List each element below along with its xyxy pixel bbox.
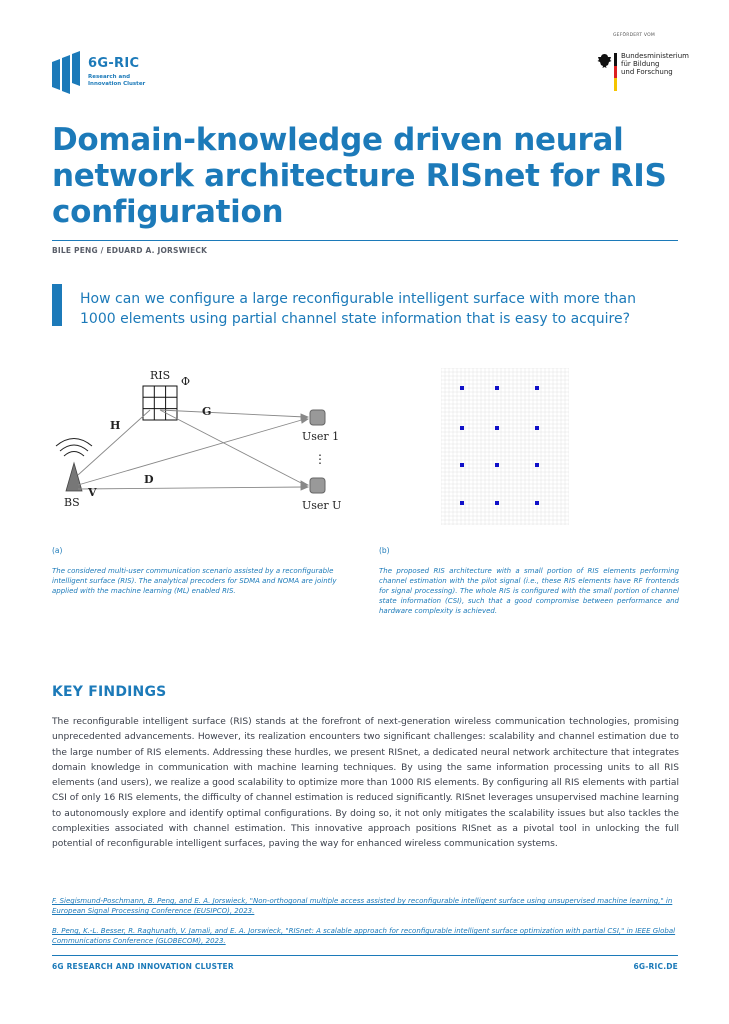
footer-divider xyxy=(52,955,678,956)
pilot-ris-element xyxy=(495,463,499,467)
key-findings-heading: KEY FINDINGS xyxy=(52,684,167,700)
label-phi: Φ xyxy=(181,375,190,388)
question-accent-bar xyxy=(52,284,62,326)
6g-ric-logo: 6G-RIC Research and Innovation Cluster xyxy=(52,50,192,98)
pilot-ris-element xyxy=(495,426,499,430)
logo-subtitle: Research and Innovation Cluster xyxy=(88,74,146,87)
funder-label: GEFÖRDERT VOM xyxy=(613,33,655,38)
label-v: V xyxy=(87,486,97,499)
research-question: How can we configure a large reconfigura… xyxy=(80,291,636,327)
pilot-ris-element xyxy=(535,426,539,430)
label-d: D xyxy=(144,473,154,486)
caption-b-label: (b) xyxy=(379,546,390,555)
footer-website-link[interactable]: 6G-RIC.DE xyxy=(633,962,678,971)
label-ris: RIS xyxy=(150,369,170,382)
federal-eagle-icon xyxy=(597,54,612,68)
label-dots: ⋮ xyxy=(314,452,326,466)
link-d-1 xyxy=(77,418,306,486)
link-h xyxy=(77,409,151,476)
label-g: G xyxy=(202,405,211,418)
label-user-1: User 1 xyxy=(302,430,339,443)
wireless-signal-icon xyxy=(55,438,93,457)
ministry-name: Bundesministerium für Bildung und Forsch… xyxy=(621,52,689,76)
caption-a-label: (a) xyxy=(52,546,63,555)
pilot-ris-element xyxy=(535,386,539,390)
pilot-ris-element xyxy=(460,501,464,505)
ris-grid-icon xyxy=(142,385,178,421)
logo-name: 6G-RIC xyxy=(88,56,140,71)
caption-a-text: The considered multi-user communication … xyxy=(52,567,337,595)
caption-b-text: The proposed RIS architecture with a sma… xyxy=(379,567,679,615)
pilot-ris-element xyxy=(535,463,539,467)
pilot-ris-element xyxy=(460,463,464,467)
figure-b-ris-grid xyxy=(441,368,569,525)
pilot-ris-element xyxy=(495,501,499,505)
funder-logo: GEFÖRDERT VOM Bundesministerium für Bild… xyxy=(597,33,702,95)
title-divider xyxy=(52,240,678,241)
pilot-ris-element xyxy=(460,426,464,430)
pilot-ris-element xyxy=(495,386,499,390)
label-h: H xyxy=(110,419,120,432)
link-g-1 xyxy=(159,409,306,418)
base-station-icon xyxy=(65,461,83,492)
label-bs: BS xyxy=(64,496,80,509)
user-1-icon xyxy=(309,409,326,426)
footer-cluster-name: 6G RESEARCH AND INNOVATION CLUSTER xyxy=(52,962,234,971)
key-findings-body: The reconfigurable intelligent surface (… xyxy=(52,717,679,850)
pilot-ris-element xyxy=(535,501,539,505)
link-g-u xyxy=(159,409,306,486)
label-user-u: User U xyxy=(302,499,341,512)
page-title: Domain-knowledge driven neural network a… xyxy=(52,122,667,230)
german-flag-icon xyxy=(614,53,617,91)
figure-a-system-diagram: RIS Φ H G D V BS User 1 ⋮ User U xyxy=(55,369,341,512)
reference-link[interactable]: F. Siegismund-Poschmann, B. Peng, and E.… xyxy=(52,897,673,915)
pilot-ris-element xyxy=(460,386,464,390)
user-u-icon xyxy=(309,477,326,494)
authors: BILE PENG / EDUARD A. JORSWIECK xyxy=(52,246,208,255)
6g-ric-logo-mark-icon xyxy=(52,51,80,94)
link-d-u xyxy=(77,486,306,490)
reference-link[interactable]: B. Peng, K.-L. Besser, R. Raghunath, V. … xyxy=(52,927,676,945)
